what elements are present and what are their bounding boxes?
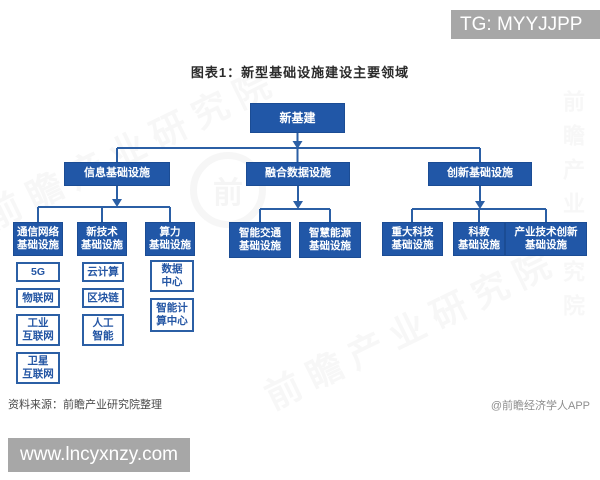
node-sci-edu: 科教 基础设施 — [453, 222, 505, 256]
node-new-tech: 新技术 基础设施 — [77, 222, 127, 256]
node-fusion-infrastructure: 融合数据设施 — [246, 162, 350, 186]
source-note: 资料来源：前瞻产业研究院整理 — [8, 399, 162, 411]
chart-title: 图表1：新型基础设施建设主要领域 — [190, 65, 410, 80]
node-comm-network: 通信网络 基础设施 — [13, 222, 63, 256]
leaf-industrial-internet: 工业 互联网 — [16, 314, 60, 346]
node-smart-energy: 智慧能源 基础设施 — [299, 222, 361, 258]
leaf-blockchain: 区块链 — [82, 288, 124, 308]
leaf-iot: 物联网 — [16, 288, 60, 308]
watermark-text: 前瞻产业研究院 — [258, 239, 566, 418]
leaf-cloud-computing: 云计算 — [82, 262, 124, 282]
node-innovation-infrastructure: 创新基础设施 — [428, 162, 532, 186]
leaf-5g: 5G — [16, 262, 60, 282]
leaf-ai: 人工 智能 — [82, 314, 124, 346]
credit-note: @前瞻经济学人APP — [490, 400, 590, 412]
node-smart-traffic: 智能交通 基础设施 — [229, 222, 291, 258]
top-right-badge: TG: MYYJJPP — [451, 10, 600, 39]
leaf-data-center: 数据 中心 — [150, 260, 194, 292]
node-computing-power: 算力 基础设施 — [145, 222, 195, 256]
node-industry-innovation: 产业技术创新 基础设施 — [505, 222, 587, 256]
watermark-text: 前瞻产业研究院 — [560, 90, 585, 328]
bottom-left-badge: www.lncyxnzy.com — [8, 438, 190, 472]
leaf-intelligent-computing-center: 智能计 算中心 — [150, 298, 194, 332]
arrow-info-icon — [112, 199, 122, 207]
node-root: 新基建 — [250, 103, 345, 133]
node-major-science: 重大科技 基础设施 — [382, 222, 443, 256]
arrow-fusion-icon — [293, 201, 303, 209]
node-info-infrastructure: 信息基础设施 — [64, 162, 170, 186]
arrow-root-icon — [292, 141, 303, 149]
leaf-satellite-internet: 卫星 互联网 — [16, 352, 60, 384]
arrow-innovation-icon — [475, 201, 485, 209]
